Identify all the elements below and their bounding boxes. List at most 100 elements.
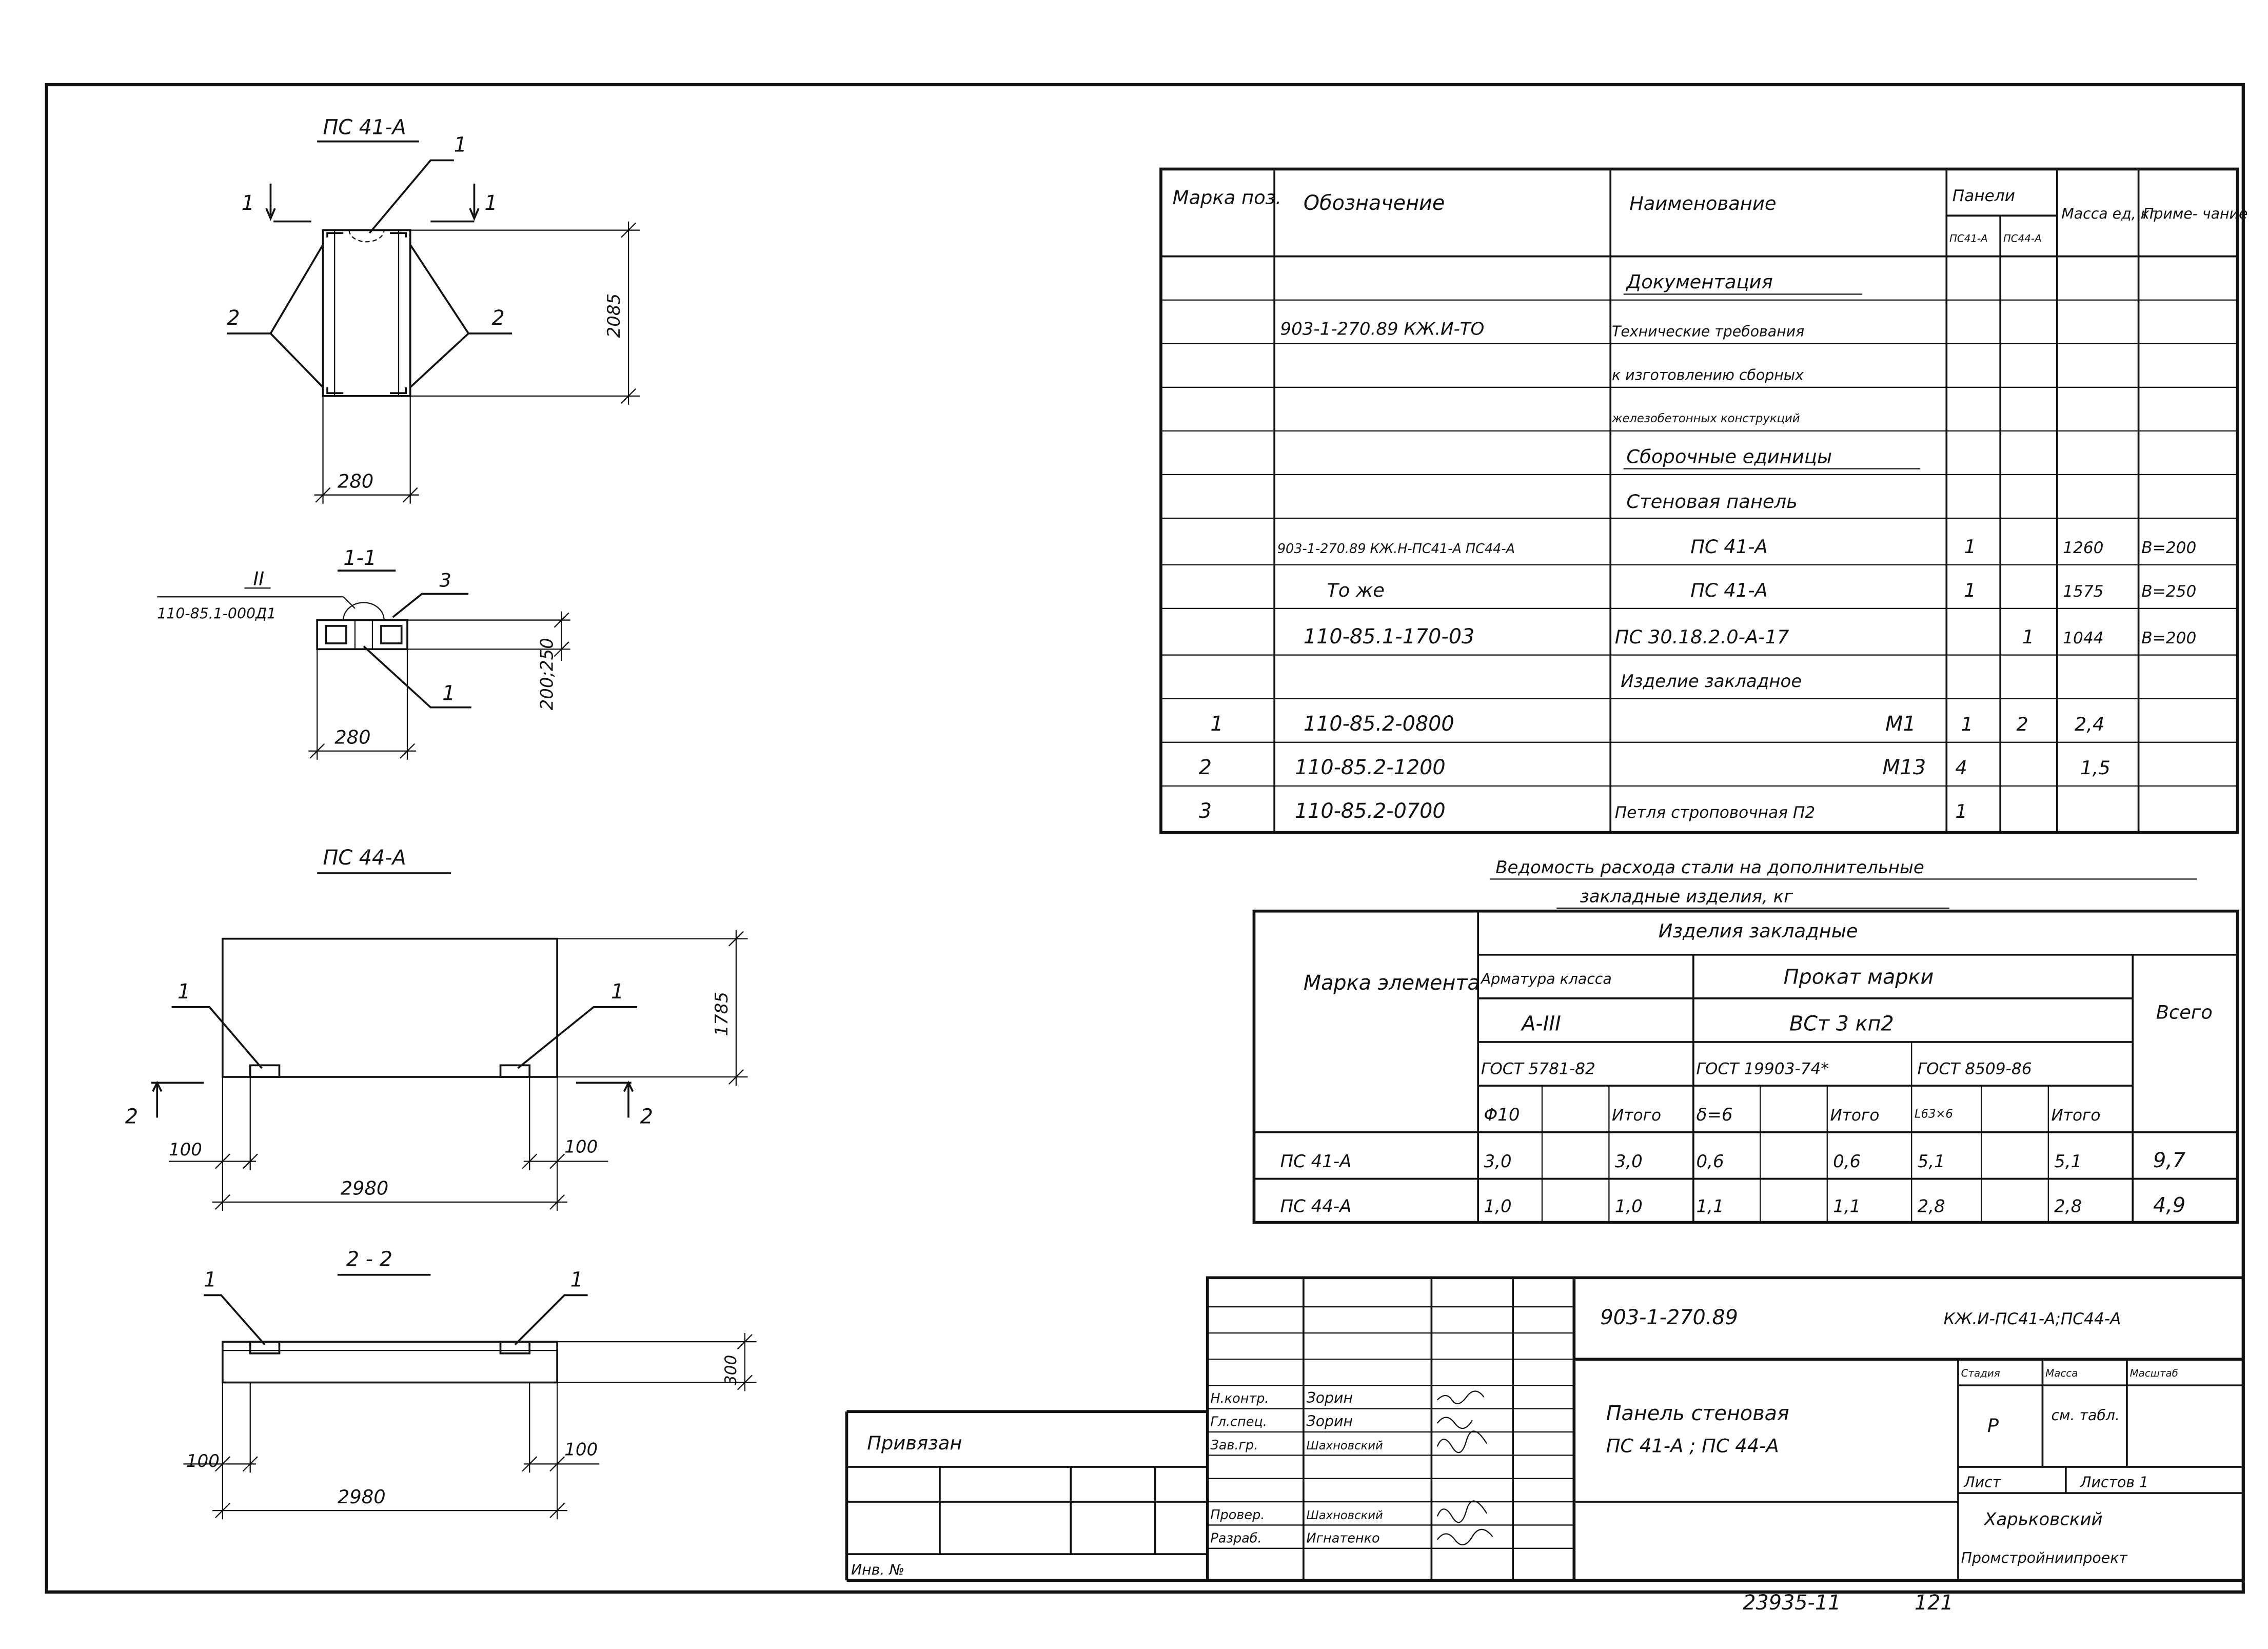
stamp-scale-label: Масштаб xyxy=(2130,1367,2178,1379)
svg-text:1-1: 1-1 xyxy=(343,546,377,570)
title-block: Привязан Инв. № Н.контр. Зорин Гл.спец. … xyxy=(845,1276,2243,1582)
steel-row-element: ПС 41-А xyxy=(1280,1151,1351,1172)
svg-text:1: 1 xyxy=(454,133,467,156)
spec-row-designation: 110-85.2-0700 xyxy=(1295,799,1446,823)
spec-row-note: В=200 xyxy=(2141,539,2196,557)
svg-text:1: 1 xyxy=(442,682,455,705)
svg-text:2085: 2085 xyxy=(604,293,624,338)
signature-icon xyxy=(1436,1500,1488,1523)
spec-row-designation: 110-85.2-1200 xyxy=(1295,756,1446,779)
spec-row-name: Стеновая панель xyxy=(1626,490,1797,513)
stamp-stage: Р xyxy=(1987,1415,1999,1437)
signature-icon xyxy=(1436,1430,1488,1454)
spec-row-name: Технические требования xyxy=(1612,323,1804,340)
spec-row-mass: 1260 xyxy=(2063,539,2103,557)
stamp-sheets-label: Листов 1 xyxy=(2080,1474,2148,1491)
signature-icon xyxy=(1436,1528,1493,1545)
svg-text:1: 1 xyxy=(204,1268,216,1291)
svg-text:1: 1 xyxy=(570,1268,583,1291)
steel-cell: 1,1 xyxy=(1697,1196,1724,1217)
stamp-sheet-label: Лист xyxy=(1963,1474,2001,1491)
ps41a-plan-view: 1 1 1 2 2 2085 280 xyxy=(227,133,640,504)
page-number: 121 xyxy=(1915,1591,1954,1615)
steel-cell: 1,0 xyxy=(1484,1196,1512,1217)
signature-icon xyxy=(1436,1417,1473,1429)
svg-text:2980: 2980 xyxy=(341,1177,389,1200)
steel-row-element: ПС 44-А xyxy=(1280,1196,1351,1217)
steel-sub-itogo: Итого xyxy=(1830,1106,1879,1125)
spec-row-name: ПС 41-А xyxy=(1690,579,1768,601)
steel-cell: 3,0 xyxy=(1484,1151,1512,1172)
spec-row-name: ПС 41-А xyxy=(1690,536,1768,558)
ps44a-elevation: 1 1 1785 2 2 100 100 2980 xyxy=(125,930,748,1211)
spec-row-designation: 903-1-270.89 КЖ.И-ТО xyxy=(1280,319,1484,340)
spec-row-qty-ps41a: 1 xyxy=(1961,713,1973,735)
stamp-inv-label: Инв. № xyxy=(851,1561,904,1578)
spec-row-qty-ps44a: 2 xyxy=(2016,713,2028,735)
svg-text:2: 2 xyxy=(227,306,240,330)
svg-text:1785: 1785 xyxy=(712,992,732,1036)
spec-row-name: к изготовлению сборных xyxy=(1612,367,1804,384)
sheet-frame xyxy=(45,83,2245,1594)
spec-row-note: В=250 xyxy=(2141,582,2196,601)
stamp-org-line1: Харьковский xyxy=(1983,1509,2103,1529)
spec-header-mass: Масса ед, кг xyxy=(2061,205,2158,222)
svg-text:1: 1 xyxy=(242,191,254,215)
spec-row-qty-ps41a: 1 xyxy=(1955,800,1967,822)
spec-row-designation: То же xyxy=(1327,579,1385,601)
steel-sub-angle: L63×6 xyxy=(1915,1107,1953,1121)
spec-row-name: Сборочные единицы xyxy=(1626,445,1832,467)
steel-cell-total: 9,7 xyxy=(2153,1149,2185,1172)
spec-row-qty-ps41a: 1 xyxy=(1964,579,1976,601)
spec-row-mark: 3 xyxy=(1199,799,1212,823)
steel-col-total: Всего xyxy=(2156,1002,2213,1024)
stamp-role: Гл.спец. xyxy=(1210,1415,1267,1430)
spec-row-mass: 1,5 xyxy=(2080,757,2111,779)
drawing-title-ps41a: ПС 41-А xyxy=(323,115,406,139)
drawing-title-ps44a: ПС 44-А xyxy=(323,846,406,870)
svg-text:100: 100 xyxy=(564,1439,598,1460)
spec-row-name: Документация xyxy=(1625,271,1772,293)
svg-text:280: 280 xyxy=(338,470,373,493)
svg-text:280: 280 xyxy=(334,727,370,749)
svg-text:100: 100 xyxy=(564,1136,598,1157)
svg-text:2980: 2980 xyxy=(338,1486,386,1508)
stamp-org-line2: Промстройниипроект xyxy=(1961,1549,2128,1566)
steel-consumption-table: Ведомость расхода стали на дополнительны… xyxy=(1252,857,2239,1224)
stamp-project-code: 903-1-270.89 xyxy=(1600,1306,1738,1329)
stamp-role: Провер. xyxy=(1210,1507,1265,1523)
svg-text:3: 3 xyxy=(439,569,451,591)
svg-text:300: 300 xyxy=(722,1355,740,1386)
spec-header-ps41a: ПС41-А xyxy=(1949,232,1988,244)
spec-header-name: Наименование xyxy=(1629,192,1776,214)
spec-row-designation: 903-1-270.89 КЖ.Н-ПС41-А ПС44-А xyxy=(1277,541,1515,557)
steel-cell: 2,8 xyxy=(1918,1196,1945,1217)
spec-row-name: железобетонных конструкций xyxy=(1611,412,1800,425)
steel-rebar-class-label: Арматура класса xyxy=(1480,971,1612,988)
spec-row-designation: 110-85.1-170-03 xyxy=(1304,625,1474,649)
spec-row-name: Изделие закладное xyxy=(1621,671,1802,692)
stamp-title-line2: ПС 41-А ; ПС 44-А xyxy=(1606,1435,1779,1457)
stamp-person: Шахновский xyxy=(1307,1439,1383,1452)
steel-rebar-class: А-III xyxy=(1520,1012,1561,1035)
stamp-mass-label: Масса xyxy=(2045,1367,2078,1379)
stamp-person: Зорин xyxy=(1307,1389,1353,1406)
spec-row-designation: 110-85.2-0800 xyxy=(1304,712,1454,736)
svg-text:2: 2 xyxy=(640,1105,653,1129)
spec-header-note: Приме- чание xyxy=(2143,205,2247,222)
stamp-role: Разраб. xyxy=(1210,1530,1261,1546)
steel-cell: 2,8 xyxy=(2054,1196,2082,1217)
spec-row-mass: 1044 xyxy=(2063,629,2103,647)
svg-text:2: 2 xyxy=(125,1105,138,1129)
svg-text:1: 1 xyxy=(611,980,624,1004)
stamp-bound-label: Привязан xyxy=(867,1432,962,1454)
svg-text:2: 2 xyxy=(491,306,504,330)
steel-gost-3: ГОСТ 8509-86 xyxy=(1918,1059,2032,1078)
steel-cell: 0,6 xyxy=(1697,1151,1724,1172)
spec-row-qty-ps44a: 1 xyxy=(2022,626,2034,648)
steel-cell-total: 4,9 xyxy=(2153,1194,2185,1218)
steel-gost-2: ГОСТ 19903-74* xyxy=(1697,1059,1829,1078)
spec-header-designation: Обозначение xyxy=(1304,191,1445,215)
specification-table: Марка поз. Обозначение Наименование Пане… xyxy=(1159,167,2247,834)
signature-icon xyxy=(1436,1390,1485,1404)
